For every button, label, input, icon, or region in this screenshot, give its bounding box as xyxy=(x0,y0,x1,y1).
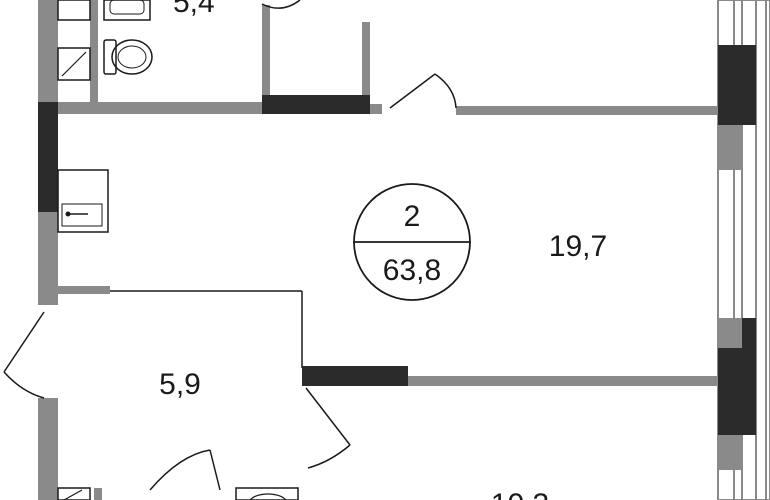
kitchen-sink xyxy=(57,169,109,233)
left-outer-wall xyxy=(38,0,58,500)
bedroom-door xyxy=(305,387,351,469)
bottom-fixtures xyxy=(57,487,299,500)
area-bathroom: 5,4 xyxy=(173,0,215,19)
toilet-icon xyxy=(103,39,153,75)
area-hallway: 5,9 xyxy=(159,368,201,401)
apartment-badge: 2 63,8 xyxy=(353,183,471,301)
bathtub xyxy=(57,0,91,21)
area-bedroom: 10,3 xyxy=(491,488,549,500)
living-door xyxy=(389,73,457,109)
hallway-walls xyxy=(58,286,718,386)
sink-top xyxy=(103,0,151,21)
shower-tray xyxy=(57,47,91,81)
bottom-door xyxy=(149,449,221,491)
bathroom-walls xyxy=(58,0,718,115)
badge-room-count: 2 xyxy=(404,200,421,233)
bathroom-door-arc xyxy=(261,0,301,9)
badge-total-area: 63,8 xyxy=(383,254,441,287)
area-living-room: 19,7 xyxy=(549,230,607,263)
entrance-door xyxy=(3,311,45,399)
facade-piers xyxy=(718,45,756,470)
